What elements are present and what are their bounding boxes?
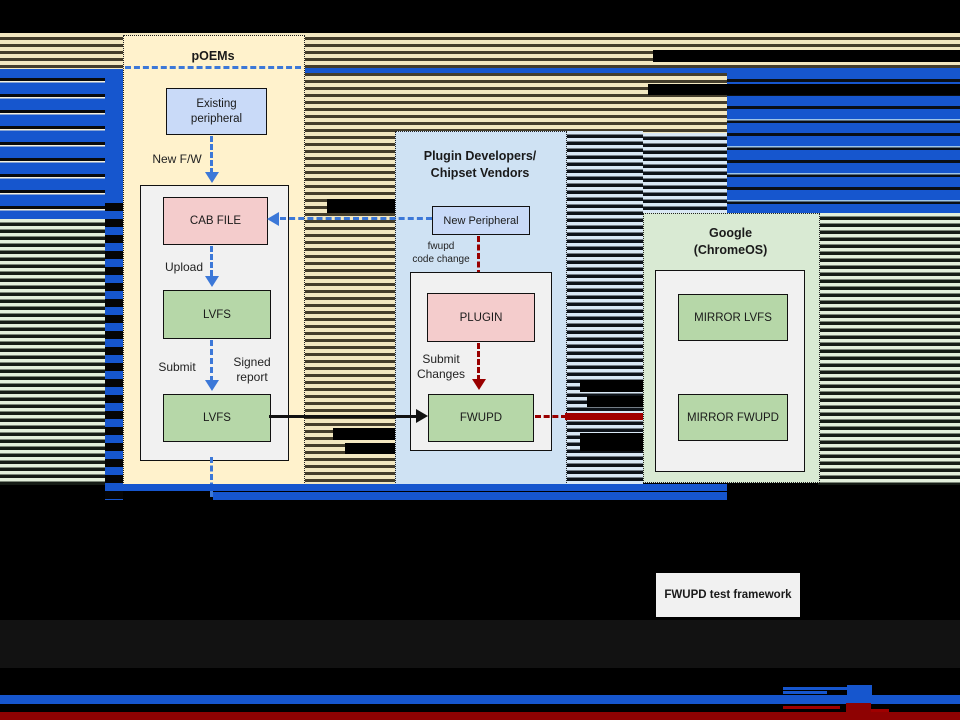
glitch-black-bar bbox=[345, 443, 396, 454]
glitch-blue-thin-line bbox=[783, 687, 847, 690]
fwupd-test-framework-label: FWUPD test framework bbox=[664, 589, 792, 601]
mirror-fwupd-label: MIRROR FWUPD bbox=[687, 411, 779, 424]
fwupd-label: FWUPD bbox=[459, 412, 503, 424]
plugin-vendors-title-line1: Plugin Developers/ bbox=[423, 149, 537, 163]
glitch-black-bar bbox=[587, 396, 643, 407]
arrowhead-cab-to-lvfs bbox=[205, 276, 219, 287]
glitch-blue-bar-below2 bbox=[213, 492, 727, 500]
glitch-tan-above-google bbox=[643, 69, 727, 133]
glitch-blue-bottom-bar bbox=[0, 695, 960, 704]
glitch-red-segment bbox=[871, 709, 889, 713]
glitch-black-bar bbox=[648, 84, 960, 95]
glitch-red-bottom-bar bbox=[0, 712, 960, 720]
google-title-line2: (ChromeOS) bbox=[693, 242, 768, 257]
poems-bottom-dashed-line bbox=[210, 457, 213, 497]
glitch-tan-right-of-plugin bbox=[565, 69, 643, 131]
plugin-label: PLUGIN bbox=[459, 311, 503, 324]
glitch-lightblue-zone bbox=[565, 131, 643, 485]
glitch-black-bar bbox=[580, 380, 643, 392]
fwupd-code-change-label: fwupd code change bbox=[412, 241, 470, 266]
arrow-lvfs-to-lvfs bbox=[210, 340, 213, 382]
new-peripheral-box: New Peripheral bbox=[432, 206, 530, 235]
mirror-lvfs-label: MIRROR LVFS bbox=[694, 311, 772, 324]
lvfs-lower-box: LVFS bbox=[163, 394, 271, 442]
mirror-fwupd-box: MIRROR FWUPD bbox=[678, 394, 788, 441]
submit-label: Submit bbox=[158, 360, 196, 374]
glitch-blue-line-row bbox=[303, 68, 960, 73]
arrow-cab-to-lvfs bbox=[210, 246, 213, 276]
signed-report-label: Signed report bbox=[226, 355, 278, 385]
lvfs-lower-label: LVFS bbox=[203, 412, 231, 424]
poems-title: pOEMs bbox=[191, 49, 235, 63]
cab-file-label: CAB FILE bbox=[189, 215, 242, 227]
plugin-box: PLUGIN bbox=[427, 293, 535, 342]
existing-peripheral-label: Existing peripheral bbox=[190, 97, 243, 125]
glitch-green-zone-right bbox=[818, 213, 960, 485]
new-fw-label: New F/W bbox=[152, 152, 202, 166]
glitch-black-bar bbox=[653, 50, 960, 62]
glitch-tan-zone-mid bbox=[303, 69, 395, 485]
glitch-red-thin-line bbox=[783, 706, 840, 709]
arrow-newperipheral-to-cab bbox=[280, 217, 432, 220]
glitch-blue-zone-left bbox=[0, 69, 105, 219]
arrow-newperipheral-to-plugin bbox=[477, 236, 480, 276]
mirror-lvfs-box: MIRROR LVFS bbox=[678, 294, 788, 341]
lvfs-upper-label: LVFS bbox=[203, 308, 231, 321]
signed-report-line1: Signed bbox=[233, 355, 271, 369]
glitch-blue-column bbox=[105, 195, 123, 500]
arrow-lvfs-to-fwupd bbox=[269, 415, 418, 418]
upload-label: Upload bbox=[164, 260, 204, 274]
google-title: Google (ChromeOS) bbox=[643, 225, 818, 259]
submit-changes-line1: Submit bbox=[422, 352, 460, 366]
arrowhead-lvfs-to-lvfs bbox=[205, 380, 219, 391]
arrowhead-newperipheral-to-cab bbox=[267, 212, 279, 226]
poems-divider-dashed-line bbox=[125, 66, 301, 69]
existing-peripheral-box: Existing peripheral bbox=[166, 88, 267, 135]
submit-changes-line2: Changes bbox=[416, 367, 466, 381]
arrow-plugin-to-fwupd bbox=[477, 343, 480, 381]
submit-changes-label: Submit Changes bbox=[413, 352, 469, 382]
lvfs-upper-box: LVFS bbox=[163, 290, 271, 339]
glitch-black-bar bbox=[580, 433, 643, 451]
glitch-blue-bar-below bbox=[105, 484, 727, 491]
cab-file-box: CAB FILE bbox=[163, 197, 268, 245]
glitch-tan-above-plugin bbox=[395, 69, 565, 131]
fwupd-box: FWUPD bbox=[428, 394, 534, 442]
fwupd-code-change-line2: code change bbox=[412, 253, 470, 265]
signed-report-line2: report bbox=[236, 370, 268, 384]
glitch-black-bar bbox=[333, 428, 396, 440]
glitch-blue-thin-line2 bbox=[783, 691, 827, 694]
arrowhead-plugin-to-fwupd bbox=[472, 379, 486, 390]
fwupd-code-change-line1: fwupd bbox=[427, 241, 455, 252]
plugin-vendors-title: Plugin Developers/ Chipset Vendors bbox=[395, 148, 565, 182]
glitch-black-bar bbox=[327, 199, 396, 213]
new-peripheral-label: New Peripheral bbox=[443, 214, 519, 227]
arrowhead-existing-to-cab bbox=[205, 172, 219, 183]
plugin-vendors-title-line2: Chipset Vendors bbox=[430, 165, 530, 180]
glitch-blue-column-top bbox=[105, 69, 123, 195]
glitch-dark-gray-band bbox=[0, 620, 960, 668]
fwupd-test-framework-box: FWUPD test framework bbox=[656, 573, 800, 617]
arrow-existing-to-cab bbox=[210, 136, 213, 174]
glitch-lightblue-above-google bbox=[643, 133, 727, 213]
google-title-line1: Google bbox=[708, 226, 753, 240]
glitch-green-zone-left bbox=[0, 219, 105, 485]
arrowhead-lvfs-to-fwupd bbox=[416, 409, 428, 423]
